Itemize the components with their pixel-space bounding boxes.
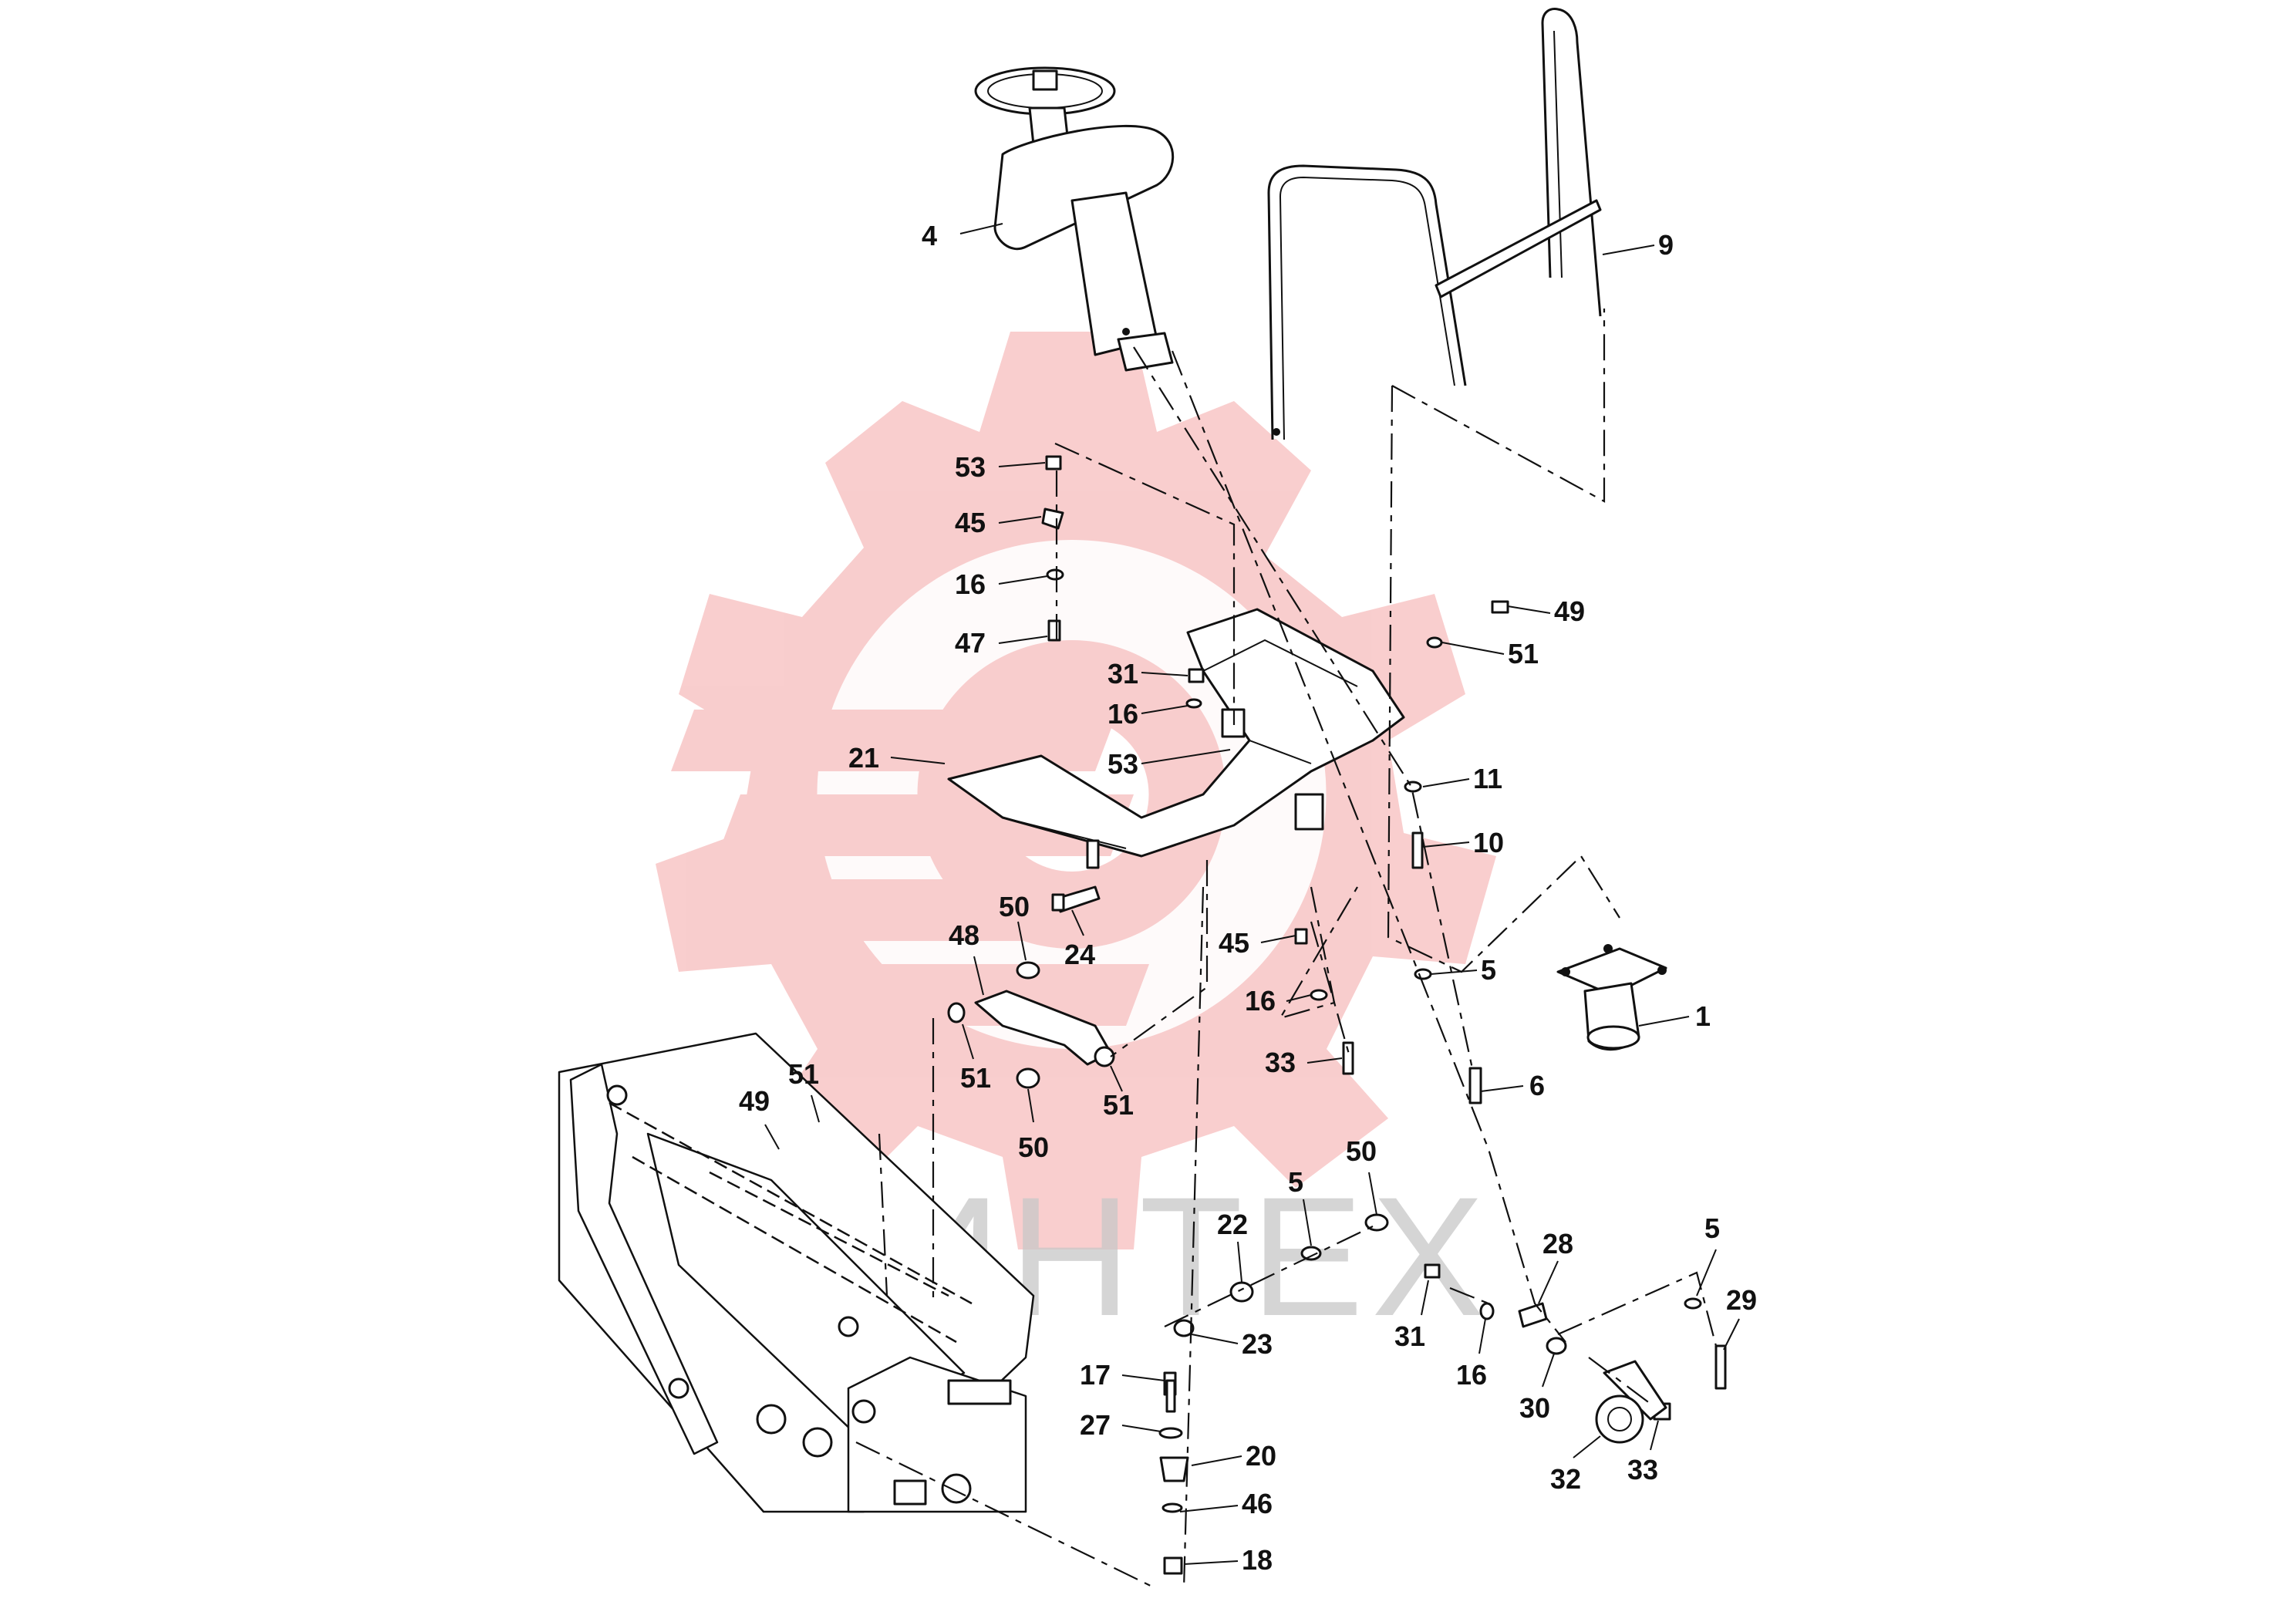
callout-23: 23 [1242, 1328, 1273, 1360]
callout-4: 4 [922, 220, 937, 251]
callouts: 4 9 53 45 16 47 49 51 31 16 21 53 [739, 220, 1757, 1576]
callout-22: 22 [1217, 1209, 1248, 1240]
callout-47: 47 [955, 627, 986, 659]
callout-29: 29 [1726, 1284, 1757, 1316]
callout-24: 24 [1064, 939, 1095, 970]
callout-45-b: 45 [1219, 927, 1249, 959]
callout-11: 11 [1473, 763, 1502, 794]
seat-mount-plate [947, 608, 1405, 869]
callout-50-a: 50 [999, 891, 1030, 922]
callout-9: 9 [1658, 229, 1674, 261]
callout-46: 46 [1242, 1488, 1273, 1519]
callout-5-b: 5 [1288, 1166, 1303, 1198]
seat-lever [947, 961, 1115, 1089]
callout-16-a: 16 [955, 568, 986, 600]
callout-49-a: 49 [1554, 595, 1585, 627]
callout-33-b: 33 [1627, 1454, 1658, 1485]
chassis-frame [558, 1032, 1035, 1513]
callout-53-b: 53 [1108, 748, 1138, 780]
callout-16-d: 16 [1456, 1359, 1487, 1391]
callout-1: 1 [1695, 1000, 1711, 1032]
callout-51-c: 51 [1103, 1089, 1134, 1121]
callout-51-b: 51 [960, 1062, 991, 1094]
callout-45-a: 45 [955, 507, 986, 538]
callout-5-a: 5 [1481, 954, 1496, 986]
steering-column-assembly [974, 66, 1175, 372]
callout-16-c: 16 [1245, 985, 1276, 1017]
callout-53-a: 53 [955, 451, 986, 483]
callout-28: 28 [1542, 1228, 1573, 1259]
callout-31-a: 31 [1108, 658, 1138, 690]
callout-20: 20 [1246, 1440, 1276, 1472]
roll-bar [1267, 8, 1602, 440]
misc-hardware [771, 600, 1727, 1575]
callout-30: 30 [1519, 1392, 1550, 1424]
callout-48: 48 [949, 919, 979, 951]
solenoid [1556, 944, 1667, 1051]
callout-50-c: 50 [1346, 1135, 1377, 1167]
callout-51-d: 51 [788, 1058, 819, 1090]
callout-5-c: 5 [1704, 1212, 1720, 1244]
callout-21: 21 [848, 742, 879, 774]
callout-32: 32 [1550, 1463, 1581, 1495]
callout-50-b: 50 [1018, 1131, 1049, 1163]
callout-10: 10 [1473, 827, 1504, 858]
callout-27: 27 [1080, 1409, 1111, 1441]
callout-17: 17 [1080, 1359, 1111, 1391]
callout-6: 6 [1529, 1070, 1545, 1101]
callout-33-a: 33 [1265, 1047, 1296, 1078]
callout-31-b: 31 [1394, 1320, 1425, 1352]
callout-18: 18 [1242, 1544, 1273, 1576]
callout-16-b: 16 [1108, 698, 1138, 730]
callout-49-b: 49 [739, 1085, 770, 1117]
callout-51-a: 51 [1508, 638, 1539, 669]
